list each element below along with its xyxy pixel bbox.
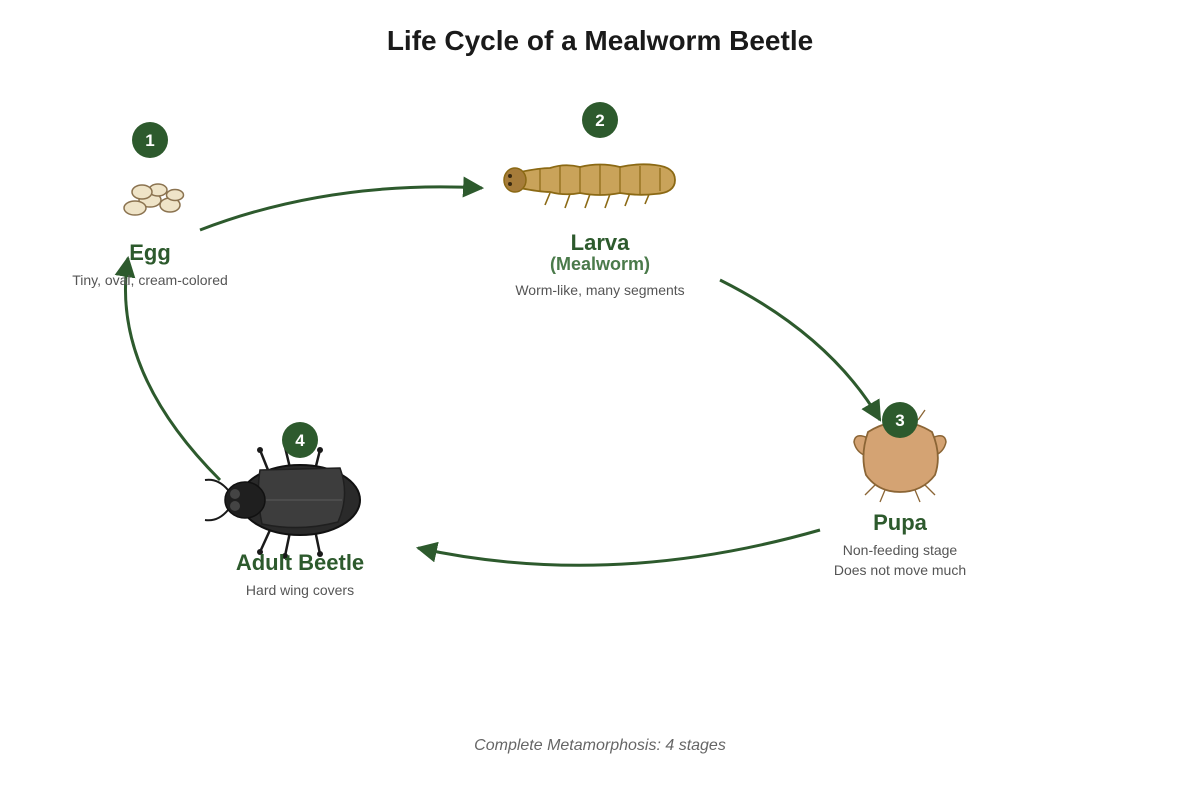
stage-number: 2: [595, 111, 604, 130]
stage-larva: 2 Larva (Mealworm) Worm-like, many segme…: [503, 102, 685, 298]
stage-name: Pupa: [873, 510, 928, 535]
arrow-larva-to-pupa: [719, 278, 882, 422]
beetle-icon: [204, 446, 361, 559]
pupa-icon: [853, 409, 947, 503]
diagram-footer: Complete Metamorphosis: 4 stages: [474, 737, 726, 754]
stage-description: Does not move much: [834, 562, 966, 578]
stage-number: 1: [145, 131, 154, 150]
stage-number-badge: 1: [132, 122, 168, 158]
arrow-beetle-to-egg: [114, 255, 222, 482]
stage-number-badge: 2: [582, 102, 618, 138]
stage-description: Non-feeding stage: [843, 542, 958, 558]
stage-name: Egg: [129, 240, 171, 265]
stage-number: 4: [295, 431, 305, 450]
stage-number-badge: 3: [882, 402, 918, 438]
diagram-title: Life Cycle of a Mealworm Beetle: [387, 25, 813, 56]
stage-description: Worm-like, many segments: [515, 282, 684, 298]
stage-adult-beetle: 4 Adult Beetle Hard wing covers: [204, 422, 364, 598]
stage-egg: 1 Egg Tiny, oval, cream-colored: [72, 122, 228, 288]
stage-pupa: 3 Pupa Non-feeding stage Does not move m…: [834, 402, 966, 578]
stage-name: Larva: [571, 230, 630, 255]
stage-name: Adult Beetle: [236, 550, 364, 575]
arrow-pupa-to-beetle: [415, 528, 821, 567]
mealworm-icon: [503, 163, 676, 209]
stage-description: Hard wing covers: [246, 582, 354, 598]
egg-cluster-icon: [123, 183, 185, 216]
stage-number: 3: [895, 411, 904, 430]
stage-description: Tiny, oval, cream-colored: [72, 272, 228, 288]
arrow-egg-to-larva: [199, 176, 485, 232]
stage-number-badge: 4: [282, 422, 318, 458]
stage-subtitle: (Mealworm): [550, 254, 650, 274]
